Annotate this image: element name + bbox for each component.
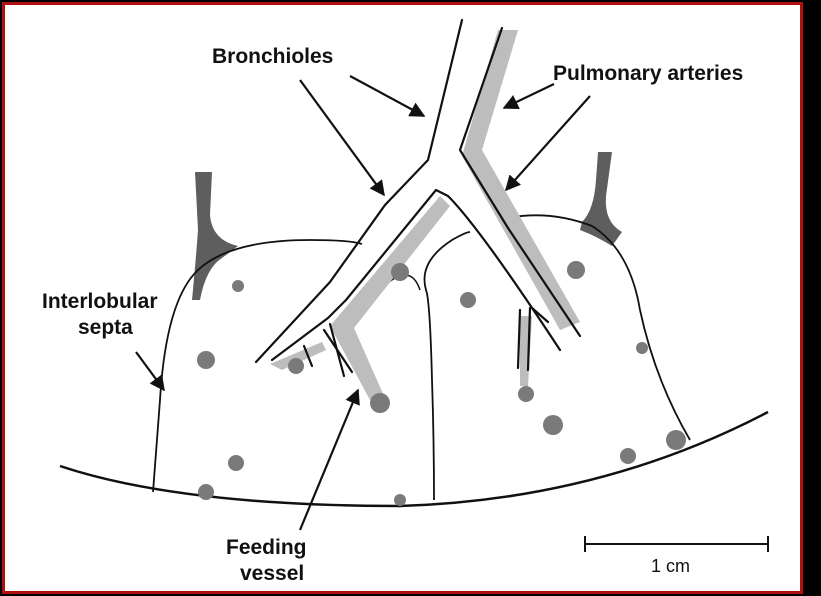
label-bronchioles: Bronchioles bbox=[212, 45, 333, 68]
label-pulmonary-arteries: Pulmonary arteries bbox=[553, 62, 743, 85]
arrow-interlobular-septa bbox=[136, 352, 164, 390]
nodule bbox=[197, 351, 215, 369]
lobule-outline-center bbox=[424, 232, 470, 500]
nodule bbox=[620, 448, 636, 464]
label-feeding: Feeding bbox=[226, 536, 307, 559]
nodule bbox=[228, 455, 244, 471]
arrow-pulmonary-upper bbox=[504, 84, 554, 108]
nodule bbox=[518, 386, 534, 402]
septa-thickening-left bbox=[192, 172, 238, 300]
nodule bbox=[394, 494, 406, 506]
nodule bbox=[288, 358, 304, 374]
label-septa: septa bbox=[78, 316, 133, 339]
label-interlobular: Interlobular bbox=[42, 290, 158, 313]
scale-bar bbox=[585, 536, 768, 552]
nodule bbox=[232, 280, 244, 292]
arrow-bronchioles-left bbox=[300, 80, 384, 195]
nodule bbox=[391, 263, 409, 281]
nodule bbox=[666, 430, 686, 450]
arrow-pulmonary-lower bbox=[506, 96, 590, 190]
pleural-surface bbox=[60, 412, 768, 506]
label-scale: 1 cm bbox=[651, 556, 690, 576]
nodules bbox=[197, 261, 686, 506]
nodule bbox=[198, 484, 214, 500]
arrow-bronchioles-right bbox=[350, 76, 424, 116]
nodule bbox=[370, 393, 390, 413]
nodule bbox=[636, 342, 648, 354]
label-vessel: vessel bbox=[240, 562, 304, 585]
nodule bbox=[567, 261, 585, 279]
nodule bbox=[543, 415, 563, 435]
nodule bbox=[460, 292, 476, 308]
arrow-feeding-vessel bbox=[300, 390, 358, 530]
